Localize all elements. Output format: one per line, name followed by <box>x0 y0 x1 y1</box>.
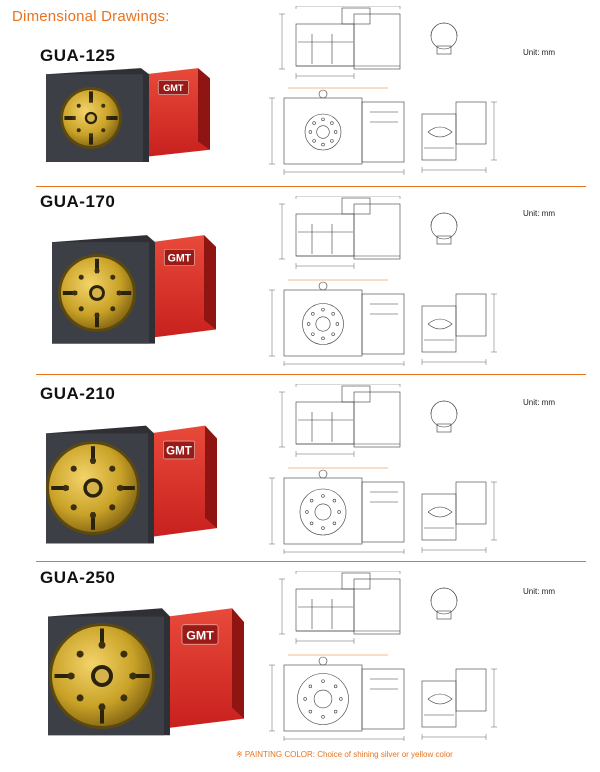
product-photo: GMT <box>44 62 212 169</box>
section-divider <box>36 186 586 187</box>
section-divider <box>36 561 586 562</box>
model-title: GUA-210 <box>40 384 116 403</box>
dimensional-drawing <box>269 384 497 554</box>
rotary-table-photo: GMT <box>46 425 217 544</box>
section-divider <box>36 374 586 375</box>
brand-logo-text: GMT <box>168 253 192 265</box>
product-photo: GMT <box>50 228 218 351</box>
dimensional-drawing <box>269 571 497 741</box>
dimension-drawings <box>258 384 518 554</box>
unit-label: Unit: mm <box>523 48 555 57</box>
product-photo: GMT <box>46 600 246 743</box>
rotary-table-photo: GMT <box>52 235 216 344</box>
model-title: GUA-250 <box>40 568 116 587</box>
dimensional-drawing <box>269 6 497 175</box>
rotary-table-photo: GMT <box>46 68 210 162</box>
product-photo: GMT <box>44 418 219 551</box>
dimension-drawings <box>258 571 518 741</box>
model-title: GUA-170 <box>40 192 116 211</box>
unit-label: Unit: mm <box>523 587 555 596</box>
rotary-table-photo: GMT <box>48 608 244 736</box>
painting-color-note: ※ PAINTING COLOR: Choice of shining silv… <box>236 750 453 759</box>
brand-logo-text: GMT <box>163 83 184 93</box>
model-title: GUA-125 <box>40 46 116 65</box>
brand-logo-text: GMT <box>166 445 192 457</box>
dimension-drawings <box>258 196 518 366</box>
dimensional-drawing <box>269 196 497 366</box>
page-title: Dimensional Drawings: <box>12 8 170 25</box>
dimension-drawings <box>258 6 518 176</box>
brand-logo-text: GMT <box>186 628 214 642</box>
unit-label: Unit: mm <box>523 398 555 407</box>
unit-label: Unit: mm <box>523 209 555 218</box>
